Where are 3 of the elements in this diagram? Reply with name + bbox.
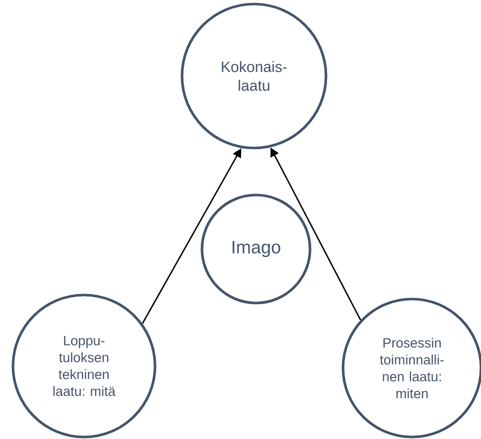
circle-node: Kokonais- laatu [180,2,328,150]
circle-node: Imago [200,194,312,304]
circle-node: Loppu- tuloksen tekninen laatu: mitä [12,294,156,438]
